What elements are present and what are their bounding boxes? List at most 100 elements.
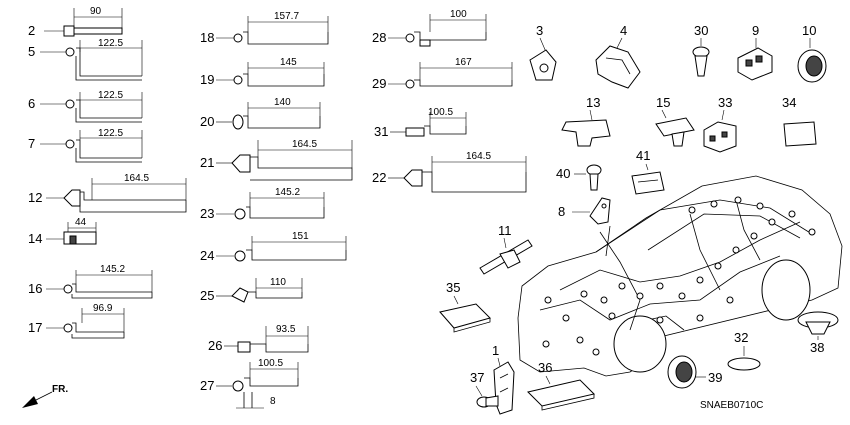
diagram-code: SNAEB0710C: [700, 400, 763, 411]
dim-26: 93.5: [276, 324, 296, 335]
dim-27b: 8: [270, 396, 276, 407]
dim-22: 164.5: [466, 151, 491, 162]
callout-32: 32: [734, 330, 748, 345]
callout-24: 24: [200, 248, 214, 263]
callout-37: 37: [470, 370, 484, 385]
part-8: 8: [558, 197, 611, 225]
callout-11: 11: [498, 223, 512, 238]
clip-14: 14 44: [28, 217, 97, 246]
clip-6: 6 122.5: [28, 90, 143, 123]
clip-29: 29 167: [372, 57, 513, 91]
callout-19: 19: [200, 72, 214, 87]
dim-2: 90: [90, 6, 102, 17]
callout-13: 13: [586, 95, 600, 110]
callout-1: 1: [492, 343, 499, 358]
dim-19: 145: [280, 57, 297, 68]
callout-36: 36: [538, 360, 552, 375]
callout-17: 17: [28, 320, 42, 335]
dim-31: 100.5: [428, 107, 453, 118]
harness-clips: [542, 196, 816, 356]
callout-38: 38: [810, 340, 824, 355]
front-label: FR.: [52, 384, 68, 395]
clip-19: 19 145: [200, 57, 325, 87]
part-37: 37: [470, 370, 499, 408]
callout-5: 5: [28, 44, 35, 59]
dim-17: 96.9: [93, 303, 113, 314]
dim-27: 100.5: [258, 358, 283, 369]
callout-23: 23: [200, 206, 214, 221]
part-30: 30: [692, 23, 710, 77]
clip-27: 27 100.5 8: [200, 358, 299, 409]
part-34: 34: [782, 95, 817, 147]
clip-20: 20 140: [200, 97, 321, 130]
dim-23: 145.2: [275, 187, 300, 198]
clip-7: 7 122.5: [28, 128, 143, 163]
callout-21: 21: [200, 155, 214, 170]
callout-27: 27: [200, 378, 214, 393]
callout-30: 30: [694, 23, 708, 38]
dim-5: 122.5: [98, 38, 123, 49]
callout-26: 26: [208, 338, 222, 353]
callout-33: 33: [718, 95, 732, 110]
callout-31: 31: [374, 124, 388, 139]
clip-2: 2 90: [28, 6, 123, 38]
dim-25: 110: [270, 277, 286, 288]
dim-21: 164.5: [292, 139, 317, 150]
callout-29: 29: [372, 76, 386, 91]
part-3: 3: [529, 23, 557, 81]
part-35: 35: [439, 280, 491, 333]
clip-24: 24 151: [200, 231, 347, 263]
callout-22: 22: [372, 170, 386, 185]
callout-25: 25: [200, 288, 214, 303]
part-13: 13: [561, 95, 611, 147]
part-41: 41: [631, 148, 665, 195]
part-39: 39: [667, 355, 722, 389]
callout-40: 40: [556, 166, 570, 181]
callout-12: 12: [28, 190, 42, 205]
dim-6: 122.5: [98, 90, 123, 101]
clip-17: 17 96.9: [28, 303, 125, 339]
part-38: 38: [797, 311, 839, 355]
callout-16: 16: [28, 281, 42, 296]
dim-14: 44: [75, 217, 87, 228]
dim-29: 167: [455, 57, 472, 68]
clip-23: 23 145.2: [200, 187, 325, 221]
part-10: 10: [797, 23, 827, 83]
dim-7: 122.5: [98, 128, 123, 139]
callout-34: 34: [782, 95, 796, 110]
callout-10: 10: [802, 23, 816, 38]
callout-39: 39: [708, 370, 722, 385]
part-36: 36: [527, 360, 595, 411]
part-15: 15: [655, 95, 695, 147]
dim-12: 164.5: [124, 173, 149, 184]
clip-12: 12 164.5: [28, 173, 187, 213]
front-direction-arrow: FR.: [22, 384, 68, 408]
clip-18: 18 157.7: [200, 11, 329, 45]
clip-22: 22 164.5: [372, 151, 527, 193]
vehicle-outline: [517, 175, 843, 377]
clip-16: 16 145.2: [28, 264, 153, 299]
part-11: 11: [479, 223, 533, 275]
dim-24: 151: [292, 231, 309, 242]
clip-25: 25 110: [200, 277, 303, 303]
clip-26: 26 93.5: [208, 324, 309, 353]
clip-31: 31 100.5: [374, 107, 467, 139]
part-40: 40: [556, 164, 602, 191]
dim-18: 157.7: [274, 11, 299, 22]
part-32: 32: [727, 330, 761, 371]
clip-28: 28 100: [372, 9, 487, 47]
dim-28: 100: [450, 9, 467, 20]
callout-3: 3: [536, 23, 543, 38]
part-9: 9: [737, 23, 773, 81]
dim-20: 140: [274, 97, 291, 108]
callout-8: 8: [558, 204, 565, 219]
callout-2: 2: [28, 23, 35, 38]
callout-41: 41: [636, 148, 650, 163]
callout-28: 28: [372, 30, 386, 45]
callout-4: 4: [620, 23, 627, 38]
callout-14: 14: [28, 231, 42, 246]
callout-9: 9: [752, 23, 759, 38]
dim-16: 145.2: [100, 264, 125, 275]
